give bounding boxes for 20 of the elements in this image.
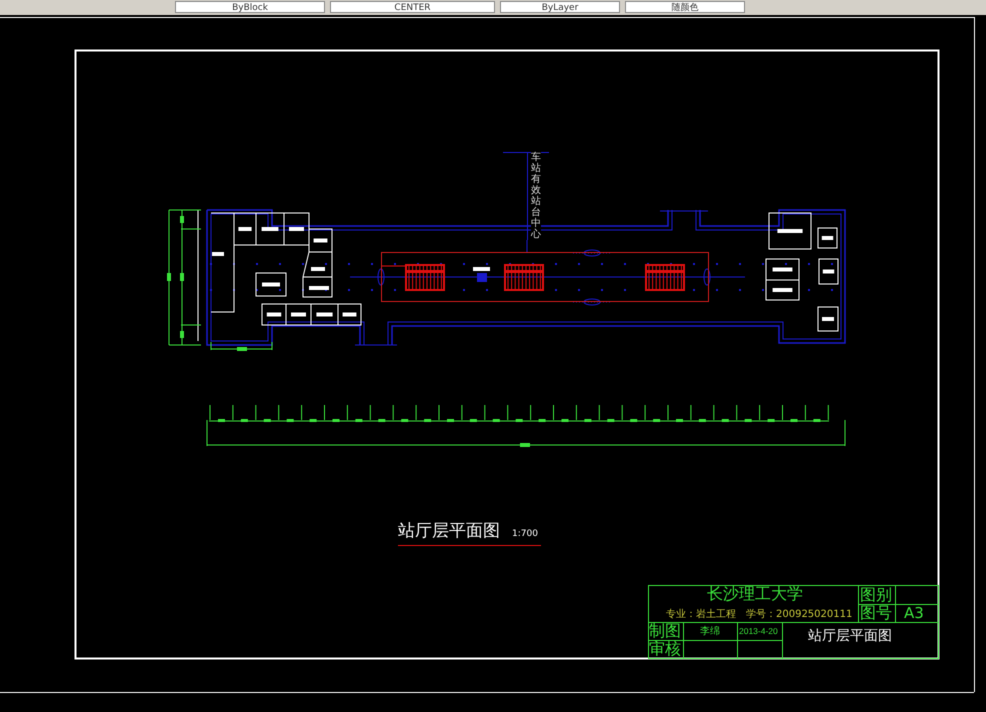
sheet-size: A3 (904, 605, 924, 622)
field-label: 图别 (860, 586, 892, 604)
dropdown: ByLayer (500, 1, 620, 13)
dropdown: CENTER (330, 1, 495, 13)
platform-outline (381, 252, 709, 302)
school-name: 长沙理工大学 (707, 585, 803, 603)
dropdown: ByBlock (175, 1, 325, 13)
drafter-name: 李绵 (700, 626, 720, 637)
student-number: 学号：200925020111 (746, 609, 852, 620)
drawing-name: 站厅层平面图 (808, 629, 892, 644)
major-text: 专业：岩土工程 (666, 609, 736, 620)
field-label: 制图 (649, 622, 681, 640)
dropdown: 随颜色 (625, 1, 745, 13)
date-text: 2013-4-20 (739, 627, 778, 636)
drawing-title: 站厅层平面图 (398, 521, 500, 541)
field-label: 图号 (860, 604, 892, 622)
scale-label: 1:700 (512, 530, 538, 540)
vertical-label: 车站有效站台中心 (531, 152, 541, 240)
leader-line (526, 240, 528, 252)
field-label: 审核 (649, 640, 681, 658)
